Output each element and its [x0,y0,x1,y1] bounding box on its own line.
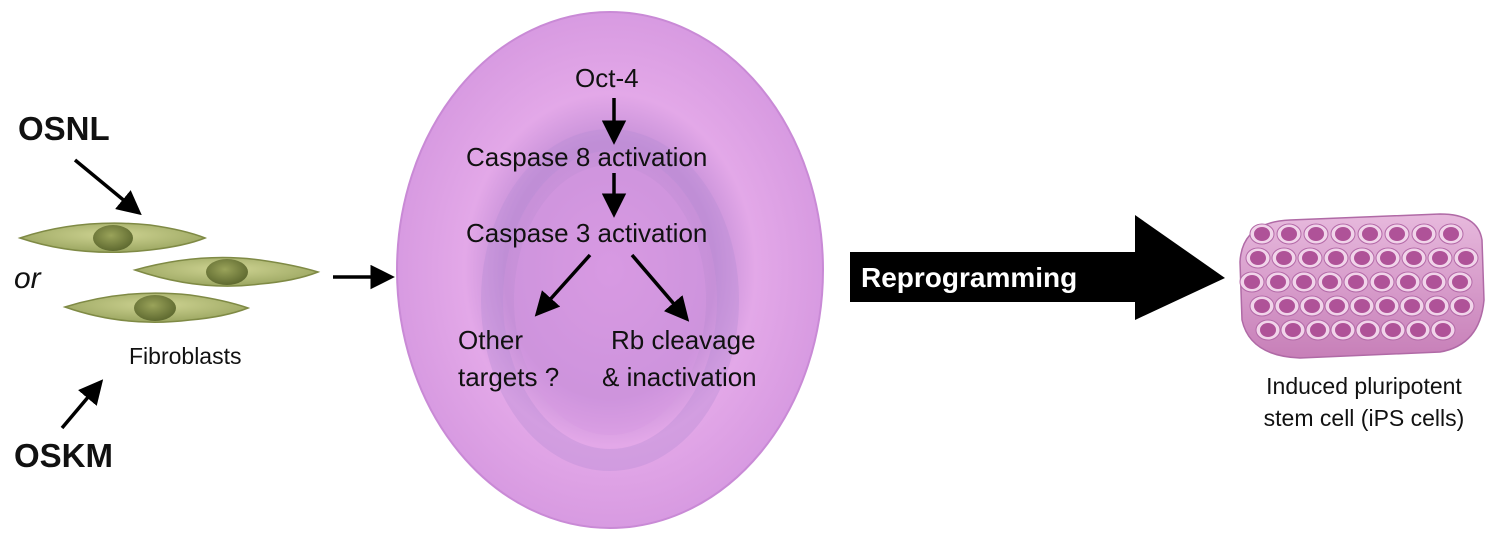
ips-cell-nucleus [1404,299,1420,313]
ips-cell-nucleus [1260,323,1276,337]
ips-cell-nucleus [1279,299,1295,313]
oskm-label: OSKM [14,437,113,474]
ips-cell-nucleus [1360,323,1376,337]
oct4-label: Oct-4 [575,63,639,93]
ips-cell-nucleus [1254,299,1270,313]
ips-cell-nucleus [1285,323,1301,337]
ips-cell-nucleus [1254,227,1270,241]
rb-cleavage-line1: Rb cleavage [611,325,756,355]
other-targets-line2: targets ? [458,362,560,392]
ips-cell-nucleus [1400,275,1416,289]
rb-cleavage-line2: & inactivation [602,362,757,392]
ips-cell-nucleus [1244,275,1260,289]
ips-cell-nucleus [1362,227,1378,241]
ips-cell-nucleus [1250,251,1266,265]
ips-cell-nucleus [1281,227,1297,241]
ips-cell-nucleus [1416,227,1432,241]
ips-cell-nucleus [1435,323,1451,337]
ips-cell-nucleus [1443,227,1459,241]
fibroblasts-label: Fibroblasts [129,343,242,369]
ips-cell-nucleus [1379,299,1395,313]
ips-cell-nucleus [1348,275,1364,289]
ips-cell-nucleus [1302,251,1318,265]
ips-cell-nucleus [1276,251,1292,265]
reprogramming-block-arrow [850,215,1225,320]
ips-cell-nucleus [1310,323,1326,337]
ips-cell-nucleus [1389,227,1405,241]
osnl-label: OSNL [18,110,110,147]
ips-cell-nucleus [1432,251,1448,265]
ips-cell-nucleus [1335,227,1351,241]
ips-cell-nucleus [1322,275,1338,289]
ips-cell-nucleus [1354,251,1370,265]
ips-cell-nucleus [1308,227,1324,241]
or-label: or [14,262,41,295]
caspase8-label: Caspase 8 activation [466,142,708,172]
ips-cell-nucleus [1429,299,1445,313]
arrow-osnl-to-fibroblasts [73,158,142,216]
ips-cell-nucleus [1380,251,1396,265]
ips-cell-nucleus [1329,299,1345,313]
ips-cell-nucleus [1374,275,1390,289]
ips-cell-nucleus [1328,251,1344,265]
arrow-caspase3-to-rb-cleavage [630,253,690,322]
fibroblast-cell-1 [17,222,208,253]
ips-cell-colony [1239,213,1485,359]
ips-cell-nucleus [1406,251,1422,265]
ips-cell-nucleus [1454,299,1470,313]
ips-cell-nucleus [1296,275,1312,289]
ips-cell-nucleus [1304,299,1320,313]
ips-cell-nucleus [1270,275,1286,289]
ips-label-line1: Induced pluripotent [1266,373,1462,399]
fibroblast-cell-3 [62,292,251,323]
ips-cell-nucleus [1385,323,1401,337]
ips-cell-nucleus [1426,275,1442,289]
other-targets-line1: Other [458,325,524,355]
ips-cell-nucleus [1335,323,1351,337]
reprogramming-label: Reprogramming [861,262,1078,293]
ips-cell-nucleus [1452,275,1468,289]
ips-label-line2: stem cell (iPS cells) [1263,405,1465,431]
caspase3-label: Caspase 3 activation [466,218,708,248]
fibroblast-cell-2 [132,256,321,287]
ips-cell-nucleus [1410,323,1426,337]
arrow-oskm-to-fibroblasts [60,379,104,430]
arrow-caspase3-to-other-targets [534,253,592,317]
reprogramming-cell [396,11,824,529]
ips-cell-nucleus [1458,251,1474,265]
ips-cell-nucleus [1354,299,1370,313]
